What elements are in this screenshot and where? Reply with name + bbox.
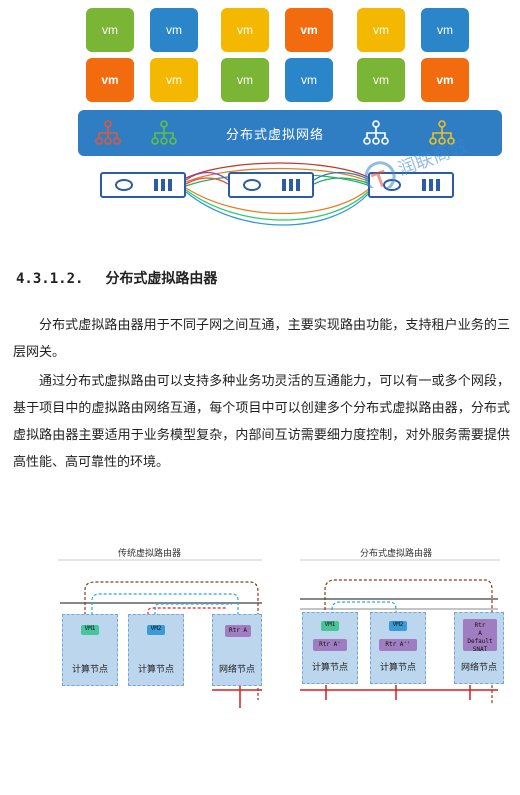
network-tree-icon	[363, 120, 389, 145]
compute-node: VM1 计算节点	[62, 614, 118, 686]
vm-tile: vm	[357, 8, 405, 52]
vm2-chip: VM2	[389, 621, 407, 631]
compute-node: VM1 Rtr A' 计算节点	[302, 612, 358, 684]
router-chip: Rtr A''	[379, 639, 417, 651]
server-interconnect-lines	[185, 162, 371, 226]
watermark-text: 润联商城	[395, 136, 470, 180]
node-label: 网络节点	[218, 665, 255, 675]
node-label: 计算节点	[71, 665, 108, 675]
vm-tile: vm	[285, 58, 333, 102]
network-label: 分布式虚拟网络	[226, 128, 325, 143]
node-label: 计算节点	[137, 665, 174, 675]
network-node: Rtr A Default SNAT 网络节点	[454, 612, 504, 684]
vm2-chip: VM2	[147, 625, 165, 635]
vm-tile: vm	[86, 8, 134, 52]
node-label: 计算节点	[379, 663, 416, 673]
node-label: 网络节点	[460, 663, 497, 673]
vm-tile: vm	[221, 8, 269, 52]
vm-tile: vm	[421, 58, 469, 102]
paragraph: 分布式虚拟路由器用于不同子网之间互通，主要实现路由功能，支持租户业务的三层网关。	[13, 318, 510, 360]
network-tree-icon	[429, 120, 455, 145]
vm-tile: vm	[86, 58, 134, 102]
distributed-network-bar: 分布式虚拟网络	[78, 110, 502, 156]
vm-tile: vm	[285, 8, 333, 52]
compute-node: VM2 Rtr A'' 计算节点	[370, 612, 426, 684]
router-chip: Rtr A'	[313, 639, 347, 651]
watermark-logo: 润联商城	[350, 128, 490, 193]
vm-tile: vm	[150, 58, 198, 102]
network-tree-icon	[151, 120, 177, 145]
diagram-lines	[58, 559, 500, 708]
server-ports-icon	[383, 179, 440, 191]
server-ports-icon	[243, 179, 300, 191]
server-host	[228, 172, 314, 198]
vm-tile: vm	[357, 58, 405, 102]
node-label: 计算节点	[311, 663, 348, 673]
vm-tile: vm	[421, 8, 469, 52]
section-title: 分布式虚拟路由器	[105, 271, 218, 287]
network-tree-icon	[95, 120, 121, 145]
server-ports-icon	[115, 179, 172, 191]
diagram-title-traditional: 传统虚拟路由器	[118, 549, 182, 559]
network-node: Rtr A 网络节点	[212, 614, 262, 686]
vm-tile: vm	[221, 58, 269, 102]
compute-node: VM2 计算节点	[128, 614, 184, 686]
server-host	[100, 172, 186, 198]
router-chip: Rtr A	[225, 625, 251, 637]
diagram-title-distributed: 分布式虚拟路由器	[360, 549, 433, 559]
vm-tile: vm	[150, 8, 198, 52]
section-number: 4.3.1.2.	[16, 271, 84, 287]
vm1-chip: VM1	[321, 621, 339, 631]
paragraph: 通过分布式虚拟路由可以支持多种业务功灵活的互通能力，可以有一或多个网段，基于项目…	[13, 374, 510, 470]
section-heading: 4.3.1.2. 分布式虚拟路由器	[16, 268, 217, 288]
vm1-chip: VM1	[81, 625, 99, 635]
router-snat-chip: Rtr A Default SNAT	[463, 619, 497, 653]
